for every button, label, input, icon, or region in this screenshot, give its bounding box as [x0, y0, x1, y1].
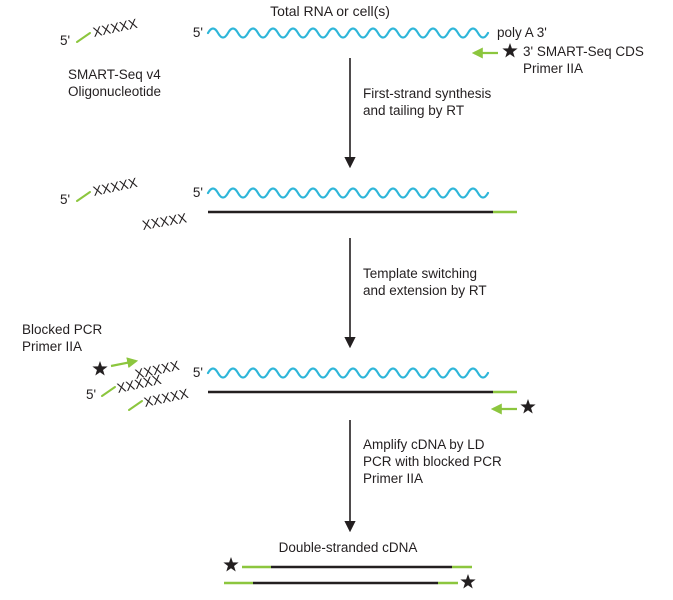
- step2-label-line2: and extension by RT: [363, 283, 487, 298]
- cds-primer-label-line1: 3' SMART-Seq CDS: [523, 44, 644, 59]
- step1-label-line1: First-strand synthesis: [363, 86, 492, 101]
- step2-group: Template switching and extension by RT: [344, 238, 487, 349]
- cds-primer-label-line2: Primer IIA: [523, 61, 583, 76]
- diagram-title: Total RNA or cell(s): [270, 3, 390, 19]
- step3-label-line3: Primer IIA: [363, 471, 423, 486]
- poly-a-label: poly A 3': [497, 25, 547, 40]
- oligo-5prime-label: 5': [60, 33, 70, 48]
- ds-cdna-title: Double-stranded cDNA: [279, 540, 418, 555]
- stage3-green-segment-2: [128, 400, 143, 411]
- stage3-green-segment-1: [101, 386, 116, 397]
- stage2-oligo-5prime-label: 5': [60, 192, 70, 207]
- step3-label-line2: PCR with blocked PCR: [363, 454, 502, 469]
- blocked-primer-label-line2: Primer IIA: [22, 339, 82, 354]
- stage2-oligo-green-segment: [76, 191, 91, 202]
- stage2-group: 5' XXXXX XXXXX 5': [60, 175, 517, 233]
- oligo-name-line2: Oligonucleotide: [68, 84, 161, 99]
- step1-group: First-strand synthesis and tailing by RT: [344, 58, 492, 169]
- oligo-xxxxx-label: XXXXX: [92, 16, 139, 40]
- stage3-rna-wave: [206, 367, 490, 379]
- stage2-xxxxx-top: XXXXX: [92, 175, 139, 199]
- step3-label-line1: Amplify cDNA by LD: [363, 437, 485, 452]
- rna-wave: [206, 27, 490, 39]
- top-rna-section: Total RNA or cell(s) 5' poly A 3' 3' SMA…: [193, 3, 644, 76]
- blocked-primer-label-line1: Blocked PCR: [22, 322, 103, 337]
- stage3-xxxxx-row3: XXXXX: [143, 386, 190, 410]
- star-icon: [223, 557, 239, 572]
- blocked-primer-arrow-icon: [110, 357, 139, 369]
- oligo-green-segment: [76, 32, 91, 43]
- star-icon: [460, 574, 476, 589]
- rna-5prime-label: 5': [193, 25, 203, 40]
- step3-group: Amplify cDNA by LD PCR with blocked PCR …: [344, 420, 502, 533]
- stage2-rna-wave: [206, 187, 490, 199]
- stage3-group: Blocked PCR Primer IIA XXXXX 5' XXXXX XX…: [22, 322, 536, 415]
- star-icon: [520, 399, 536, 414]
- star-icon: [502, 43, 518, 58]
- stage2-rna-5prime-label: 5': [193, 185, 203, 200]
- star-icon: [92, 361, 108, 376]
- stage2-xxxxx-bottom: XXXXX: [141, 210, 188, 233]
- oligo-name-line1: SMART-Seq v4: [68, 67, 161, 82]
- step2-label-line1: Template switching: [363, 266, 477, 281]
- smartseq-oligo-group: 5' XXXXX SMART-Seq v4 Oligonucleotide: [60, 16, 161, 99]
- step1-label-line2: and tailing by RT: [363, 103, 464, 118]
- stage3-rna-5prime-label: 5': [193, 365, 203, 380]
- double-stranded-cdna-group: Double-stranded cDNA: [223, 540, 476, 589]
- stage3-5prime-label: 5': [86, 387, 96, 402]
